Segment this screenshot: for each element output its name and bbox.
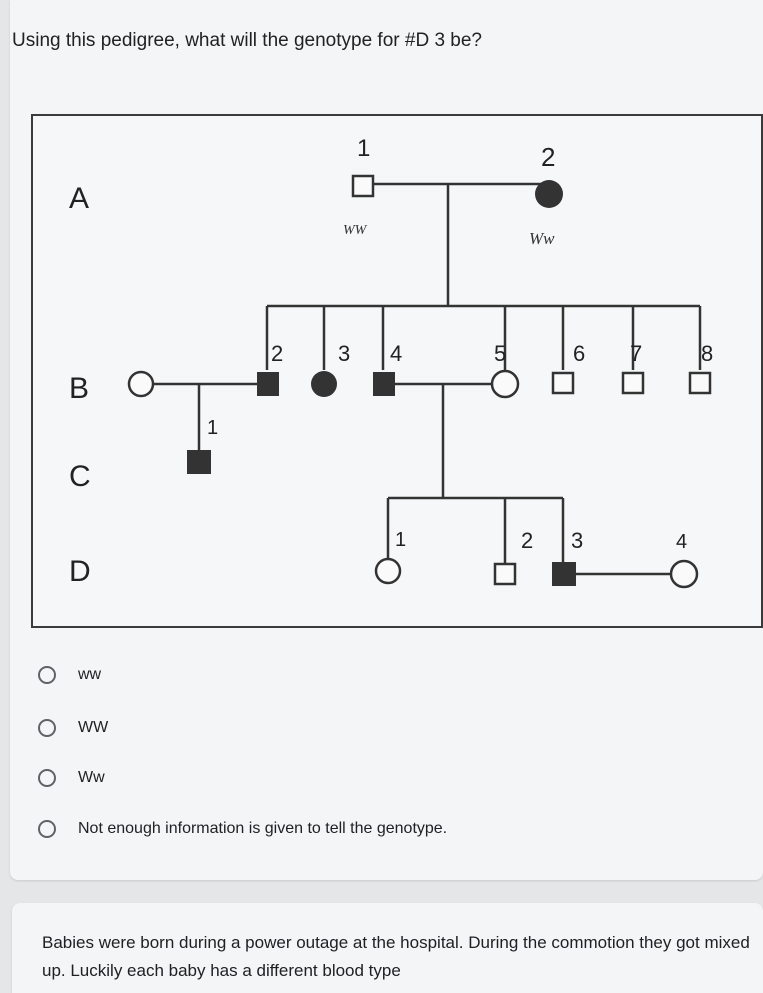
answer-option-label: Not enough information is given to tell … xyxy=(78,820,448,837)
answer-option-label: Ww xyxy=(78,769,105,786)
generation-label-c: C xyxy=(69,460,91,493)
individual-a1-genotype: WW xyxy=(343,223,368,238)
answer-option-label: WW xyxy=(78,719,109,736)
individual-a1-male xyxy=(351,174,375,198)
individual-b2-number: 2 xyxy=(271,341,283,366)
next-question-card: Babies were born during a power outage a… xyxy=(12,903,763,993)
individual-d4-female xyxy=(669,559,699,589)
answer-option-label: ww xyxy=(78,666,102,683)
answer-option-3[interactable]: Ww xyxy=(38,769,105,787)
generation-label-a: A xyxy=(69,182,89,215)
individual-b6-number: 6 xyxy=(573,341,585,366)
individual-a2-genotype: Ww xyxy=(529,229,555,248)
individual-d1-female xyxy=(374,557,402,585)
radio-button-icon[interactable] xyxy=(38,820,56,838)
radio-button-icon[interactable] xyxy=(38,769,56,787)
individual-d4-number: 4 xyxy=(676,531,687,553)
individual-b6-male xyxy=(551,371,575,395)
individual-d3-male-affected xyxy=(552,562,576,586)
individual-c1-male-affected xyxy=(187,450,211,474)
answer-option-4[interactable]: Not enough information is given to tell … xyxy=(38,820,447,838)
generation-label-d: D xyxy=(69,555,91,588)
individual-a1-number: 1 xyxy=(357,135,370,162)
individual-a2-female-affected xyxy=(535,180,563,208)
individual-b7-male xyxy=(621,371,645,395)
individual-a2-number: 2 xyxy=(541,142,555,172)
individual-b1-female xyxy=(127,370,155,398)
individual-b3-number: 3 xyxy=(338,341,350,366)
answer-option-2[interactable]: WW xyxy=(38,719,108,737)
individual-b4-number: 4 xyxy=(390,341,402,366)
individual-b4-male-affected xyxy=(373,372,395,396)
individual-b2-male-affected xyxy=(257,372,279,396)
radio-button-icon[interactable] xyxy=(38,666,56,684)
individual-b7-number: 7 xyxy=(630,341,642,366)
answer-option-1[interactable]: ww xyxy=(38,666,101,684)
pedigree-diagram: A B C D xyxy=(69,135,713,589)
individual-d2-male xyxy=(493,562,517,586)
generation-label-b: B xyxy=(69,372,89,405)
pedigree-chart: A B C D xyxy=(31,114,763,628)
radio-button-icon[interactable] xyxy=(38,719,56,737)
individual-d1-number: 1 xyxy=(395,529,406,551)
next-question-text: Babies were born during a power outage a… xyxy=(42,933,750,980)
pedigree-lines xyxy=(153,182,702,576)
individual-b8-number: 8 xyxy=(701,341,713,366)
individual-d2-number: 2 xyxy=(521,528,533,553)
individual-b8-male xyxy=(688,371,712,395)
question-card: Using this pedigree, what will the genot… xyxy=(10,0,763,880)
individual-b5-number: 5 xyxy=(494,341,506,366)
individual-c1-number: 1 xyxy=(207,417,218,439)
individual-b3-female-affected xyxy=(311,371,337,397)
individual-d3-number: 3 xyxy=(571,528,583,553)
question-title: Using this pedigree, what will the genot… xyxy=(12,30,482,51)
individual-b5-female xyxy=(490,369,520,399)
